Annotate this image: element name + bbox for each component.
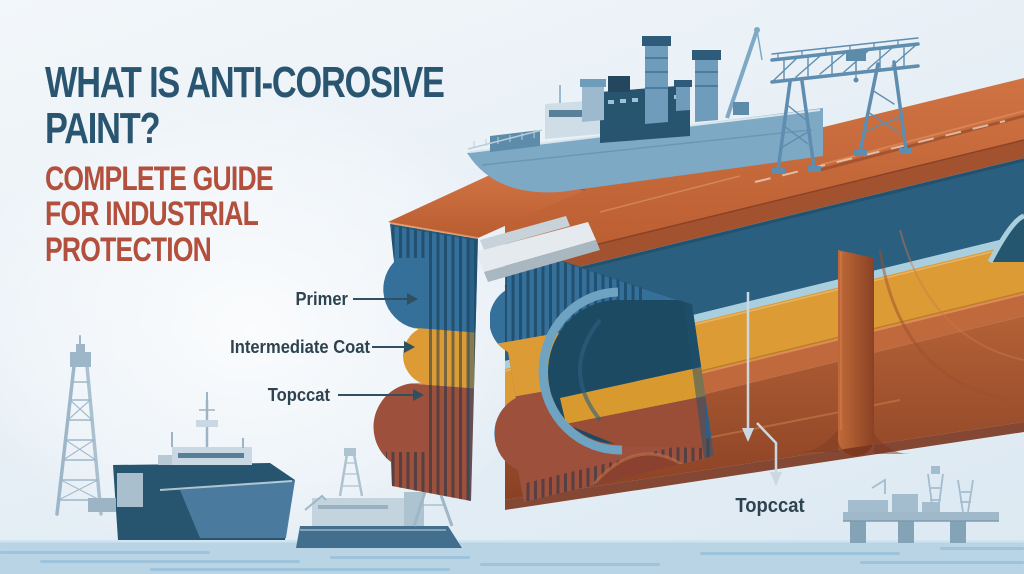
flange-top-surface <box>505 78 1024 267</box>
small-face-ribs <box>426 224 478 501</box>
platform-deck <box>843 512 999 521</box>
sea-horizon-line <box>0 540 1024 543</box>
drillship-bow-crane <box>304 494 327 511</box>
funnel-tower-1 <box>645 42 668 124</box>
gantry-trolley <box>846 50 866 83</box>
small-beam-cut-face <box>373 224 478 501</box>
platform-derricks <box>871 466 974 513</box>
derrick-rungs <box>57 381 101 501</box>
drillship-derrick <box>338 448 364 497</box>
cavity-rim <box>538 287 623 455</box>
cargo-ship <box>88 392 295 540</box>
harbor-ship-hull <box>467 108 823 193</box>
bow-railing <box>467 129 543 150</box>
topcoat-label-arrow <box>756 422 778 474</box>
drillship-hull <box>296 526 462 548</box>
bare-steel-plates <box>476 216 600 282</box>
oil-derrick-tower <box>55 335 103 516</box>
derrick-head <box>70 352 91 367</box>
derrick-braces <box>58 399 101 501</box>
platform-leg <box>850 521 866 543</box>
funnel-tower-3 <box>676 85 690 111</box>
funnel-tower-2 <box>695 56 718 122</box>
callout-arrows-right <box>742 292 782 486</box>
flange-dashed-marking <box>754 120 1006 183</box>
gantry-crane <box>770 37 920 174</box>
steel-beam-top-flange <box>505 78 1024 267</box>
sea-streaks <box>0 547 1024 571</box>
cargo-masts <box>171 392 244 448</box>
flange-edge-band <box>505 140 1024 285</box>
cargo-bow-panel <box>180 480 295 538</box>
platform-leg <box>950 521 966 543</box>
stern-crane <box>725 27 763 119</box>
sea <box>0 540 1024 574</box>
harbor-ship <box>467 27 823 193</box>
bare-steel-plate <box>476 222 596 272</box>
beam-bottom-lip <box>505 422 1024 510</box>
cavity-intermediate-layer <box>560 366 706 424</box>
platform-topside <box>848 494 940 512</box>
drillship-superstructure <box>312 498 408 526</box>
cavity-topcoat-layer <box>566 396 706 448</box>
callout-arrows-left <box>338 293 424 401</box>
platform-leg <box>898 521 914 543</box>
cargo-funnel-block <box>117 473 143 507</box>
forward-tower <box>582 84 604 122</box>
gantry-right-legs <box>858 60 908 154</box>
offshore-oil-platform <box>843 466 999 543</box>
